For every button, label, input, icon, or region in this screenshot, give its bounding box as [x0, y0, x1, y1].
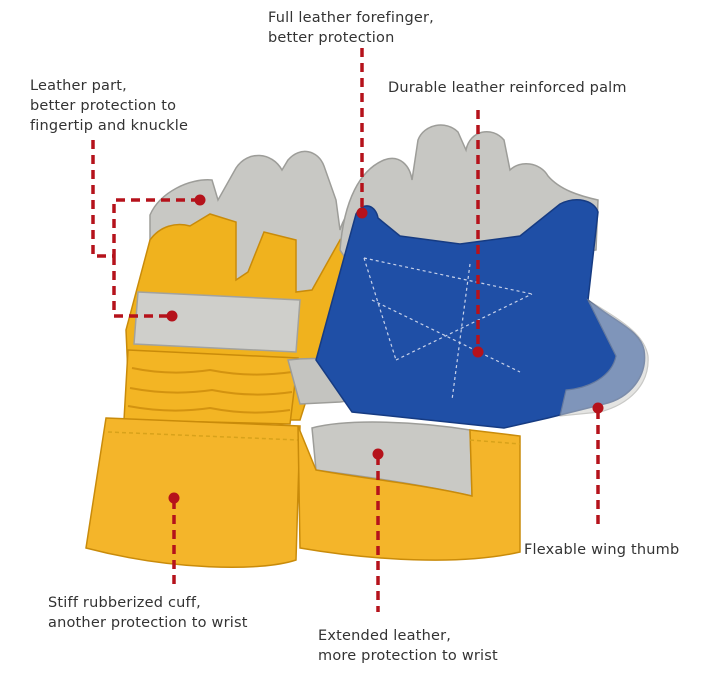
callout-label-cuff: Stiff rubberized cuff, another protectio…	[48, 593, 248, 633]
callout-label-cuff-line2: another protection to wrist	[48, 615, 248, 631]
palm-glove	[297, 124, 649, 561]
callout-label-wrist: Extended leather, more protection to wri…	[318, 626, 498, 666]
back-glove-knuckle-band	[133, 291, 301, 353]
callout-dot-palm	[472, 346, 484, 358]
callout-dot-fingertip	[194, 194, 206, 206]
callout-label-fingertip-line2: better protection to	[30, 98, 177, 114]
callout-label-forefinger-line2: better protection	[268, 30, 395, 46]
callout-label-wrist-line2: more protection to wrist	[318, 648, 498, 664]
callout-label-thumb-line1: Flexable wing thumb	[524, 542, 680, 558]
callout-dot-cuff	[168, 492, 180, 504]
callout-line-fingertip	[91, 140, 198, 318]
callout-dot-knuckle	[166, 310, 178, 322]
callout-dot-forefinger	[356, 207, 368, 219]
callout-label-fingertip-line3: fingertip and knuckle	[30, 118, 189, 134]
callout-label-cuff-line1: Stiff rubberized cuff,	[48, 595, 201, 611]
callout-label-thumb: Flexable wing thumb	[524, 540, 679, 560]
callout-label-forefinger: Full leather forefinger, better protecti…	[268, 8, 434, 48]
back-glove-wrist	[123, 349, 299, 425]
callout-lines	[91, 48, 600, 612]
palm-glove-wing-thumb	[559, 298, 649, 417]
callout-dots	[166, 194, 604, 504]
back-glove-cuff	[85, 417, 301, 569]
callout-label-palm-line1: Durable leather reinforced palm	[388, 80, 627, 96]
callout-dot-thumb	[592, 402, 604, 414]
callout-dot-wrist	[372, 448, 384, 460]
callout-label-forefinger-line1: Full leather forefinger,	[268, 10, 434, 26]
callout-label-fingertip-line1: Leather part,	[30, 78, 127, 94]
callout-label-palm: Durable leather reinforced palm	[388, 78, 627, 98]
callout-label-wrist-line1: Extended leather,	[318, 628, 452, 644]
callout-label-fingertip: Leather part, better protection to finge…	[30, 76, 188, 136]
palm-glove-cuff	[297, 425, 521, 561]
